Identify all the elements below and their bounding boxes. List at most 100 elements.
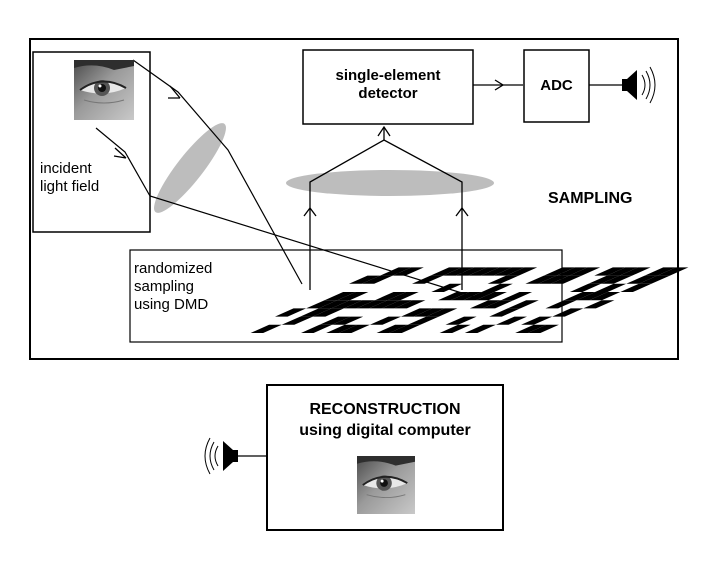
- dmd-mirror: [426, 308, 458, 317]
- dmd-mirror: [407, 316, 439, 325]
- dmd-mirror: [349, 275, 381, 284]
- dmd-mirror: [550, 275, 582, 284]
- dmd-mirror: [556, 267, 588, 276]
- dmd-mirror: [412, 275, 444, 284]
- dmd-mirror: [464, 324, 496, 333]
- dmd-mirror: [569, 283, 601, 292]
- dmd-mirror: [300, 308, 332, 317]
- incident-light-field-label: incident light field: [40, 160, 99, 196]
- dmd-mirror: [463, 292, 495, 301]
- dmd-label-line3: using DMD: [134, 296, 209, 313]
- adc-label: ADC: [540, 77, 573, 94]
- dmd-mirror: [318, 300, 350, 309]
- incident-label-line2: light field: [40, 178, 100, 195]
- dmd-mirror: [445, 316, 477, 325]
- dmd-mirror: [413, 308, 445, 317]
- dmd-label-line1: randomized: [134, 260, 213, 277]
- dmd-mirror: [493, 267, 525, 276]
- collecting-lens-icon: [286, 170, 494, 196]
- dmd-checkerboard-icon: [250, 267, 689, 333]
- dmd-mirror: [394, 300, 426, 309]
- dmd-mirror: [381, 300, 413, 309]
- dmd-mirror: [480, 267, 512, 276]
- dmd-mirror: [525, 275, 557, 284]
- reconstruction-title: RECONSTRUCTION using digital computer: [267, 399, 503, 441]
- dmd-mirror: [439, 324, 471, 333]
- dmd-mirror: [389, 324, 421, 333]
- dmd-mirror: [569, 267, 601, 276]
- dmd-mirror: [468, 267, 500, 276]
- dmd-mirror: [594, 267, 626, 276]
- dmd-mirror: [482, 300, 514, 309]
- dmd-mirror: [657, 267, 689, 276]
- dmd-mirror: [495, 316, 527, 325]
- dmd-mirror: [501, 292, 533, 301]
- dmd-label-line2: sampling: [134, 278, 195, 295]
- dmd-mirror: [489, 308, 521, 317]
- dmd-mirror: [443, 267, 475, 276]
- dmd-mirror: [326, 324, 358, 333]
- dmd-mirror: [469, 300, 501, 309]
- dmd-mirror: [527, 324, 559, 333]
- dmd-mirror: [481, 283, 513, 292]
- sampling-frame: [29, 38, 679, 360]
- dmd-mirror: [595, 283, 627, 292]
- eye-image-icon: [74, 60, 134, 120]
- dmd-mirror: [545, 300, 577, 309]
- dmd-mirror: [552, 308, 584, 317]
- dmd-mirror: [369, 300, 401, 309]
- light-rays: [95, 59, 479, 299]
- dmd-mirror: [380, 267, 412, 276]
- dmd-mirror: [250, 324, 282, 333]
- dmd-mirror: [506, 267, 538, 276]
- dmd-mirror: [619, 267, 651, 276]
- dmd-mirror: [589, 292, 621, 301]
- dmd-mirror: [487, 275, 519, 284]
- dmd-mirror: [337, 292, 369, 301]
- dmd-mirror: [306, 300, 338, 309]
- dmd-mirror: [387, 292, 419, 301]
- reconstructed-eye-image-icon: [357, 456, 415, 514]
- adc-box: [523, 49, 590, 123]
- dmd-mirror: [343, 300, 375, 309]
- input-speaker-icon: [204, 437, 238, 475]
- dmd-label: randomized sampling using DMD: [134, 260, 212, 314]
- dmd-mirror: [626, 275, 658, 284]
- detector-rays: [303, 125, 469, 290]
- dmd-mirror: [583, 300, 615, 309]
- dmd-mirror: [606, 267, 638, 276]
- incident-label-line1: incident: [40, 160, 92, 177]
- dmd-mirror: [601, 275, 633, 284]
- dmd-mirror: [331, 300, 363, 309]
- dmd-mirror: [521, 316, 553, 325]
- dmd-mirror: [644, 267, 676, 276]
- dmd-mirror: [438, 292, 470, 301]
- sampling-section-label: SAMPLING: [548, 190, 633, 207]
- ray-arrow-1: [168, 85, 181, 99]
- dmd-mirror: [576, 292, 608, 301]
- dmd-mirror: [361, 275, 393, 284]
- ray-arrow-2: [113, 147, 127, 159]
- dmd-mirror: [356, 300, 388, 309]
- dmd-mirror: [312, 308, 344, 317]
- dmd-mirror: [475, 292, 507, 301]
- detector-label-line2: detector: [358, 85, 418, 102]
- objective-lens-icon: [154, 123, 226, 213]
- dmd-mirror: [515, 324, 547, 333]
- dmd-mirror: [507, 300, 539, 309]
- dmd-mirror: [369, 316, 401, 325]
- detector-box: [302, 49, 474, 125]
- dmd-mirror: [450, 292, 482, 301]
- dmd-mirror: [301, 324, 333, 333]
- detector-label: single-element detector: [303, 67, 473, 103]
- dmd-mirror: [538, 275, 570, 284]
- reconstruction-title-line2: using digital computer: [299, 422, 471, 439]
- dmd-mirror: [319, 316, 351, 325]
- dmd-mirror: [338, 324, 370, 333]
- dmd-mirror: [455, 267, 487, 276]
- reconstruction-title-line1: RECONSTRUCTION: [309, 401, 461, 418]
- dmd-mirror: [281, 316, 313, 325]
- dmd-mirror: [332, 316, 364, 325]
- dmd-mirror: [620, 283, 652, 292]
